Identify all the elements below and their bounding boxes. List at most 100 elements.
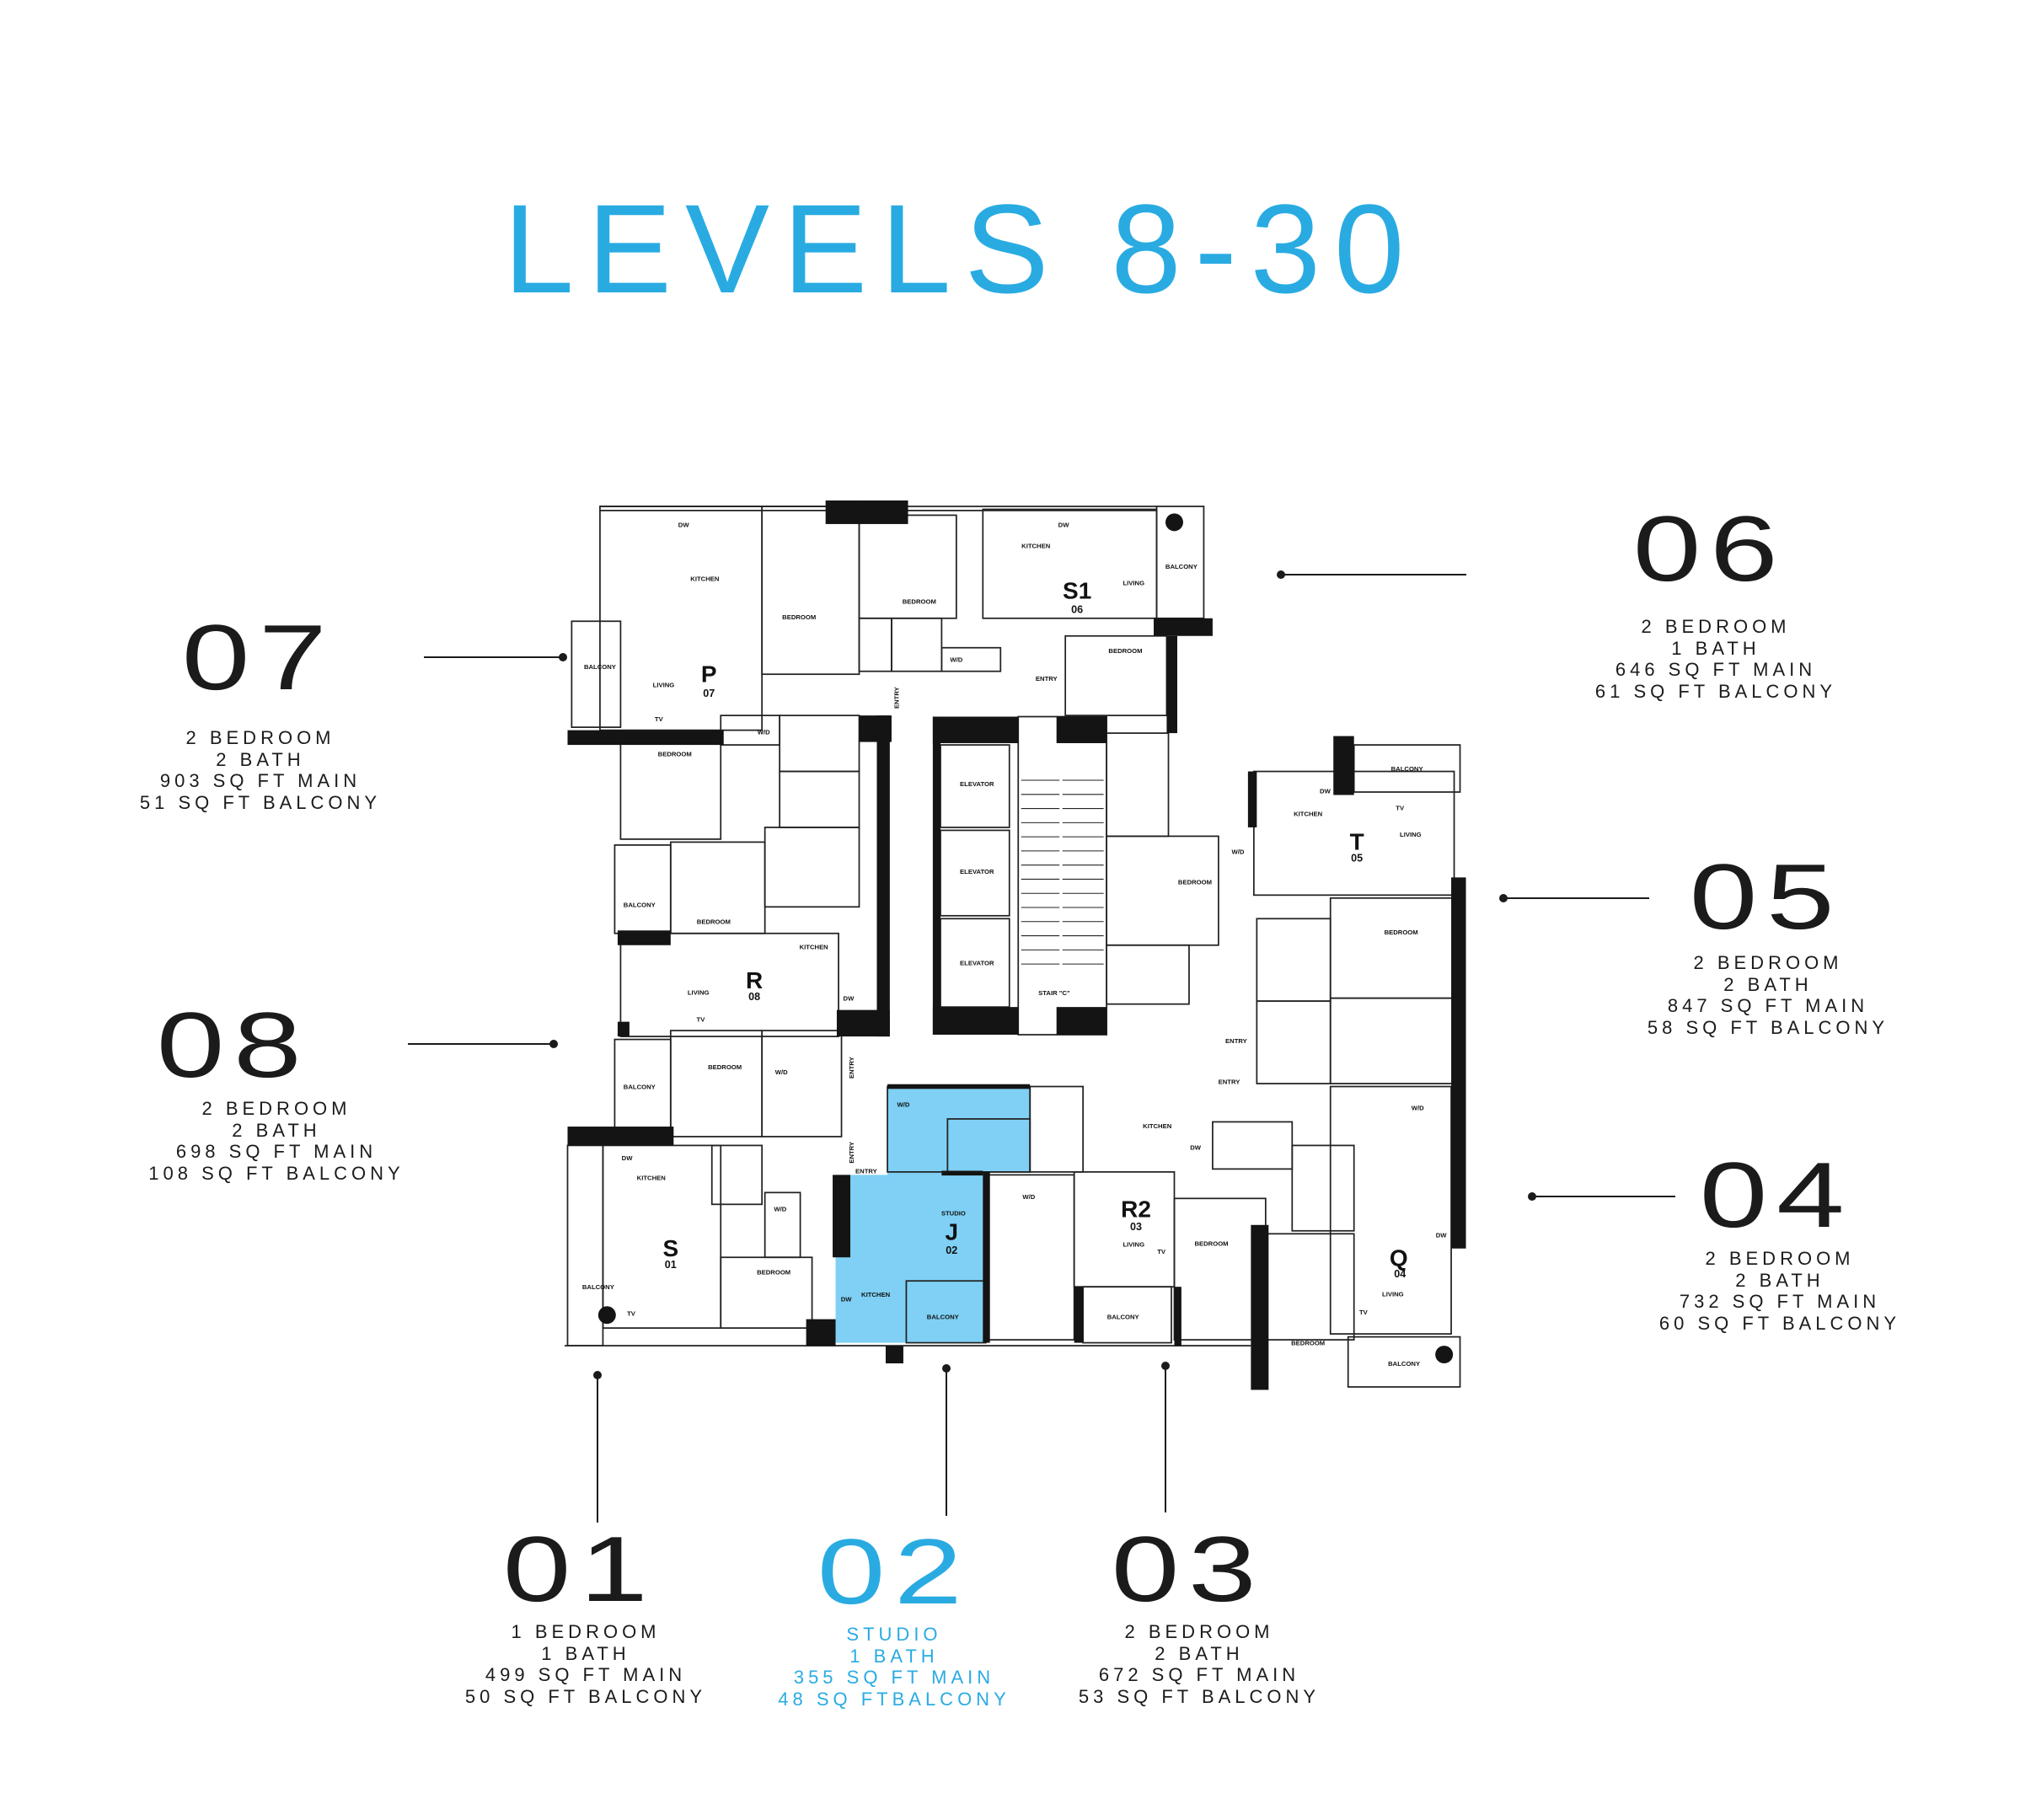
room-label: KITCHEN	[800, 944, 829, 951]
unit-number-text: 07	[181, 606, 336, 709]
unit-details-06: 2 BEDROOM 1 BATH 646 SQ FT MAIN 61 SQ FT…	[1595, 616, 1836, 702]
room-label: W/D	[774, 1206, 786, 1213]
leader-line-07	[424, 656, 563, 658]
room-label: LIVING	[688, 988, 710, 996]
unit-number-07[interactable]: 07	[182, 612, 327, 704]
room-label: TV	[697, 1016, 706, 1024]
leader-dot-06	[1277, 570, 1285, 579]
unit-number-02[interactable]: 02	[817, 1526, 962, 1619]
page-title: LEVELS 8-30	[503, 178, 1418, 319]
unit-02-highlight[interactable]	[835, 1086, 1031, 1343]
room-label: BALCONY	[927, 1314, 959, 1321]
room-label: DW	[1436, 1231, 1448, 1239]
room-label: BALCONY	[1391, 765, 1423, 773]
room-label: ENTRY	[892, 687, 900, 709]
unit-code-num: 04	[1394, 1268, 1406, 1280]
room-label: KITCHEN	[861, 1291, 891, 1298]
leader-dot-08	[549, 1040, 558, 1048]
unit-baths: 2 BATH	[1155, 1642, 1244, 1664]
unit-main-area: 903 SQ FT MAIN	[159, 770, 362, 792]
unit-main-area: 847 SQ FT MAIN	[1667, 995, 1869, 1017]
unit-details-03: 2 BEDROOM 2 BATH 672 SQ FT MAIN 53 SQ FT…	[1079, 1621, 1320, 1707]
room-label: BEDROOM	[782, 613, 816, 621]
leader-dot-02	[942, 1364, 951, 1373]
leader-dot-05	[1499, 894, 1508, 902]
unit-code-03[interactable]: R2	[1121, 1196, 1151, 1223]
leader-line-08	[408, 1043, 554, 1045]
room-label: BEDROOM	[697, 918, 731, 926]
unit-bedrooms: 2 BEDROOM	[1641, 616, 1791, 637]
room-label: ENTRY	[855, 1167, 877, 1175]
unit-number-03[interactable]: 03	[1112, 1523, 1256, 1616]
leader-line-04	[1532, 1196, 1675, 1197]
unit-bedrooms: 2 BEDROOM	[1124, 1621, 1274, 1642]
unit-details-04: 2 BEDROOM 2 BATH 732 SQ FT MAIN 60 SQ FT…	[1659, 1248, 1900, 1334]
stair-label: STAIR "C"	[1038, 989, 1070, 997]
elevator-label: ELEVATOR	[960, 960, 994, 967]
unit-code-01[interactable]: S	[662, 1235, 678, 1261]
room-label: LIVING	[1123, 1241, 1144, 1249]
room-label: W/D	[758, 728, 770, 736]
room-labels: KITCHEN BEDROOM BALCONY LIVING BEDROOM W…	[582, 521, 1447, 1367]
unit-balcony-area: 58 SQ FT BALCONY	[1647, 1016, 1889, 1038]
room-label: BALCONY	[1165, 563, 1198, 570]
unit-balcony-area: 48 SQ FTBALCONY	[778, 1688, 1010, 1710]
unit-code-02[interactable]: J	[945, 1218, 958, 1245]
room-label: DW	[1190, 1143, 1202, 1151]
structural-walls	[567, 500, 1466, 1390]
room-label: BEDROOM	[903, 597, 936, 605]
unit-number-05[interactable]: 05	[1690, 851, 1835, 944]
unit-code-num: 07	[703, 688, 715, 699]
unit-main-area: 698 SQ FT MAIN	[175, 1141, 378, 1163]
unit-code-06[interactable]: S1	[1063, 578, 1091, 604]
room-label: DW	[1320, 787, 1331, 795]
unit-details-08: 2 BEDROOM 2 BATH 698 SQ FT MAIN 108 SQ F…	[148, 1098, 404, 1184]
room-label: BALCONY	[1388, 1360, 1420, 1368]
room-label: W/D	[775, 1068, 788, 1076]
room-label: KITCHEN	[1021, 543, 1051, 550]
floor-plan: P 07 S1 06 T 05 R 08 R2 03 Q 04 S 01 J 0…	[565, 500, 1466, 1390]
unit-balcony-area: 53 SQ FT BALCONY	[1078, 1685, 1321, 1707]
unit-bedrooms: 2 BEDROOM	[1693, 952, 1843, 973]
leader-line-03	[1165, 1366, 1166, 1512]
unit-number-text: 02	[817, 1520, 972, 1624]
unit-number-text: 06	[1632, 497, 1787, 601]
unit-type: STUDIO	[846, 1624, 942, 1645]
elevator-core	[940, 715, 1107, 1036]
unit-number-text: 04	[1699, 1143, 1854, 1247]
unit-bedrooms: 2 BEDROOM	[201, 1098, 351, 1119]
unit-code-08[interactable]: R	[746, 967, 763, 993]
unit-balcony-area: 51 SQ FT BALCONY	[139, 791, 382, 813]
unit-baths: 2 BATH	[1723, 973, 1813, 995]
unit-number-08[interactable]: 08	[157, 999, 302, 1092]
room-label: DW	[844, 994, 855, 1002]
room-label: BALCONY	[584, 663, 616, 671]
leader-dot-01	[593, 1371, 602, 1379]
room-label: LIVING	[653, 682, 675, 689]
leader-line-01	[597, 1375, 598, 1523]
unit-details-01: 1 BEDROOM 1 BATH 499 SQ FT MAIN 50 SQ FT…	[465, 1621, 706, 1707]
unit-number-06[interactable]: 06	[1633, 503, 1778, 596]
unit-baths: 1 BATH	[541, 1642, 630, 1664]
room-label: STUDIO	[941, 1210, 966, 1218]
unit-baths: 2 BATH	[232, 1119, 321, 1141]
unit-bedrooms: 1 BEDROOM	[511, 1621, 661, 1642]
room-label: DW	[841, 1296, 853, 1303]
column-icon	[597, 1306, 616, 1325]
room-label: TV	[627, 1309, 636, 1317]
unit-code-04[interactable]: Q	[1390, 1245, 1408, 1271]
unit-code-07[interactable]: P	[701, 661, 717, 687]
room-label: W/D	[1022, 1193, 1035, 1201]
unit-number-01[interactable]: 01	[503, 1523, 648, 1616]
unit-number-04[interactable]: 04	[1700, 1149, 1845, 1242]
room-label: BALCONY	[624, 1083, 656, 1090]
room-label: BEDROOM	[658, 750, 692, 757]
leader-dot-04	[1528, 1192, 1536, 1201]
room-label: LIVING	[1382, 1290, 1404, 1298]
unit-code-num: 08	[748, 991, 760, 1003]
unit-details-07: 2 BEDROOM 2 BATH 903 SQ FT MAIN 51 SQ FT…	[140, 727, 381, 813]
leader-line-06	[1281, 574, 1466, 575]
elevator-label: ELEVATOR	[960, 868, 994, 875]
unit-balcony-area: 61 SQ FT BALCONY	[1594, 680, 1837, 702]
unit-code-05[interactable]: T	[1350, 829, 1364, 855]
